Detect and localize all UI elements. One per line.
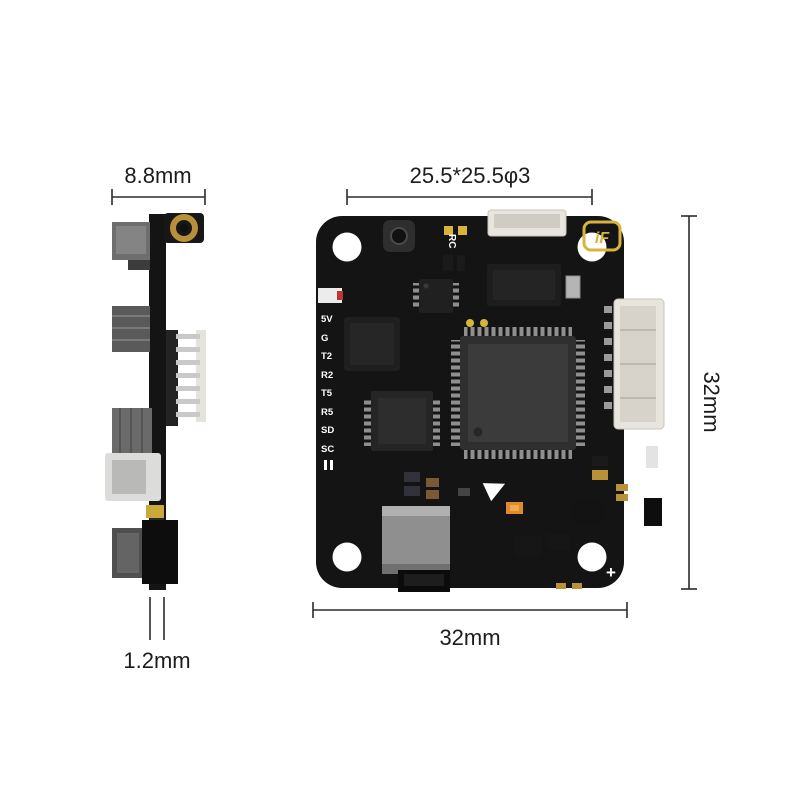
side-view-board xyxy=(105,213,206,590)
gold-pad xyxy=(458,226,467,235)
capacitors xyxy=(404,472,470,499)
dim-board-thickness-label: 1.2mm xyxy=(123,648,190,673)
dim-hole-pattern-label: 25.5*25.5φ3 xyxy=(410,163,531,188)
right-edge-part xyxy=(646,446,658,468)
dimension-hole-pattern xyxy=(346,189,593,205)
gold-pad xyxy=(444,226,453,235)
metal-module xyxy=(382,506,450,574)
pad-label: R5 xyxy=(321,407,334,418)
right-edge-part xyxy=(644,498,662,526)
side-connector-bottom xyxy=(112,520,178,584)
right-connector xyxy=(604,298,665,430)
boot-button xyxy=(383,220,415,252)
pad-label-column: 5V G T2 R2 T5 R5 SD SC xyxy=(321,314,334,470)
iflight-logo-text: iF xyxy=(595,230,610,247)
mounting-hole xyxy=(332,542,362,572)
component-with-red-mark xyxy=(318,288,343,303)
pad-label: T5 xyxy=(321,388,333,399)
rc-label: RC xyxy=(446,234,457,248)
small-part xyxy=(457,255,465,271)
dimension-side-width xyxy=(111,189,206,205)
mounting-hole xyxy=(577,542,607,572)
small-ic xyxy=(413,279,459,313)
side-gold-connector xyxy=(164,213,204,243)
bottom-components xyxy=(514,456,608,556)
metal-part xyxy=(565,275,581,299)
pad-label: G xyxy=(321,333,328,344)
status-led xyxy=(506,502,523,514)
gold-via xyxy=(466,319,474,327)
pad-label: 5V xyxy=(321,314,333,325)
dim-board-height-label: 32mm xyxy=(699,371,724,432)
gold-pad xyxy=(572,583,582,589)
side-connector-top xyxy=(112,222,150,270)
pad-label: T2 xyxy=(321,351,332,362)
dimension-board-thickness xyxy=(149,597,165,640)
plus-label: + xyxy=(606,563,616,582)
top-connector xyxy=(487,209,567,237)
dim-board-width-label: 32mm xyxy=(439,625,500,650)
gold-pad xyxy=(616,484,628,491)
power-ic xyxy=(344,317,400,371)
dim-side-width-label: 8.8mm xyxy=(124,163,191,188)
iflight-logo: iF xyxy=(582,220,622,252)
dimension-board-width xyxy=(312,602,628,618)
pad-label: SD xyxy=(321,425,334,436)
gold-pad xyxy=(556,583,566,589)
gold-via xyxy=(480,319,488,327)
mcu-chip xyxy=(451,327,585,459)
gold-pad xyxy=(616,494,628,501)
arrow-marker xyxy=(482,483,506,502)
small-part xyxy=(443,255,453,271)
wide-ic xyxy=(487,264,561,306)
side-connector-white xyxy=(105,453,161,501)
mounting-hole xyxy=(332,232,362,262)
pad-label: SC xyxy=(321,444,334,455)
side-gold-pad xyxy=(146,505,164,518)
side-connector-lower xyxy=(112,408,152,456)
bottom-connector xyxy=(398,570,450,592)
top-view-board: RC iF xyxy=(316,209,665,592)
side-pin-header xyxy=(166,330,206,426)
side-connector-mid xyxy=(112,306,150,352)
dimension-board-height xyxy=(681,215,697,590)
pad-label: R2 xyxy=(321,370,333,381)
osd-ic xyxy=(364,391,440,451)
